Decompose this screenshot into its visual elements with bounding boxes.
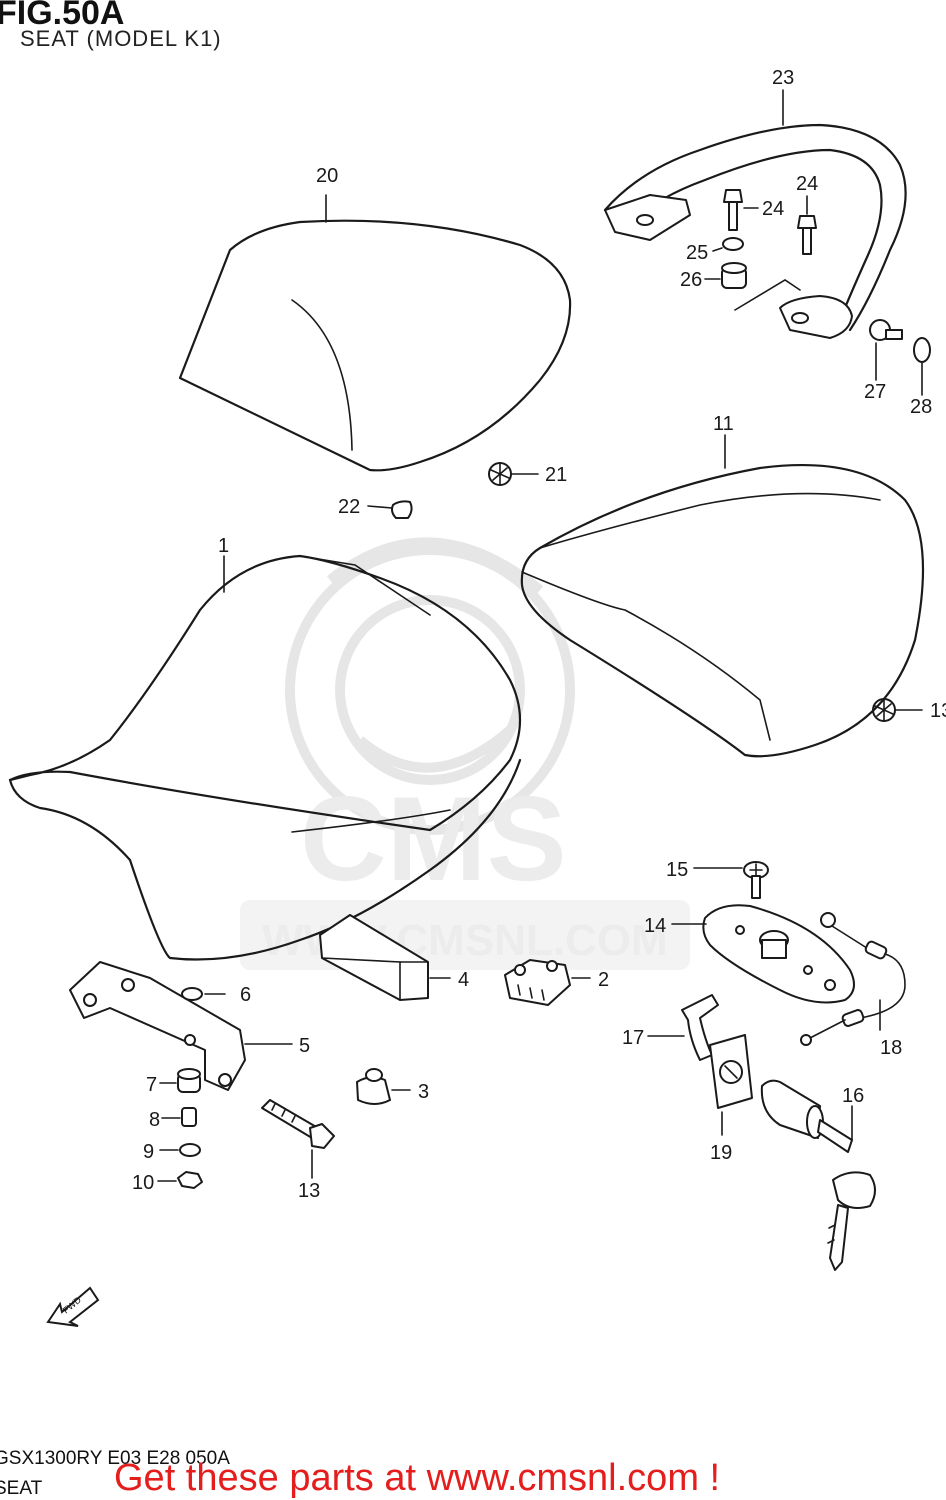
part-2-damper (504, 959, 591, 1006)
section-name: SEAT (0, 1478, 43, 1499)
callout-25: 25 (686, 242, 708, 264)
part-22-cushion (367, 500, 413, 519)
callout-23: 23 (772, 67, 794, 89)
watermark-cms: CMS (300, 772, 567, 906)
part-5-bracket (69, 961, 293, 1091)
callout-26: 26 (680, 269, 702, 291)
callout-22: 22 (338, 496, 360, 518)
callout-16: 16 (842, 1085, 864, 1107)
callout-13-right: 13 (930, 700, 946, 722)
part-23-grab-rail (603, 89, 907, 339)
part-8-sleeve (161, 1107, 197, 1127)
callout-17: 17 (622, 1027, 644, 1049)
callout-14: 14 (644, 915, 666, 937)
part-11-rear-seat (520, 434, 925, 758)
part-17-spring (647, 994, 719, 1061)
part-19-plate (709, 1034, 753, 1136)
part-25-washer (712, 237, 744, 252)
figure-title: FIG.50A (0, 0, 124, 32)
callout-24b: 24 (796, 173, 818, 195)
part-13-clip-right (872, 698, 923, 722)
callout-13: 13 (298, 1180, 320, 1202)
callout-2: 2 (598, 969, 609, 991)
callout-5: 5 (299, 1035, 310, 1057)
part-26-cushion (704, 262, 747, 289)
part-28-cap (913, 337, 931, 396)
part-24-bolt-b (797, 195, 817, 255)
watermark-logo: CMS WWW.CMSNL.COM (240, 537, 690, 970)
callout-15: 15 (666, 859, 688, 881)
fwd-arrow-icon: FWD (46, 1286, 100, 1327)
callout-7: 7 (146, 1074, 157, 1096)
part-24-bolt-a (723, 189, 759, 231)
callout-3: 3 (418, 1081, 429, 1103)
callout-9: 9 (143, 1141, 154, 1163)
callout-21: 21 (545, 464, 567, 486)
part-9-washer (159, 1143, 201, 1157)
callout-11: 11 (713, 413, 734, 435)
part-27-lock-pin (869, 319, 903, 381)
callout-6: 6 (240, 984, 251, 1006)
part-6-nut (181, 987, 226, 1001)
callout-19: 19 (710, 1142, 732, 1164)
callout-27: 27 (864, 381, 886, 403)
part-3-cushion (356, 1068, 411, 1105)
callout-10: 10 (132, 1172, 154, 1194)
callout-labels: 20 23 24 24 25 26 27 28 11 21 22 1 13 15… (132, 67, 946, 1202)
part-16-lock-set (760, 1079, 876, 1271)
callout-18: 18 (880, 1037, 902, 1059)
part-14-lock-plate (671, 904, 855, 1004)
part-18-cable (800, 912, 906, 1046)
part-1-front-seat (8, 554, 522, 961)
part-15-screw (693, 861, 769, 899)
callout-28: 28 (910, 396, 932, 418)
callout-20: 20 (316, 165, 338, 187)
model-code: GSX1300RY E03 E28 050A (0, 1448, 230, 1469)
part-10-nut (157, 1171, 203, 1189)
callout-4: 4 (458, 969, 469, 991)
part-20-seat-cowl (178, 194, 572, 472)
part-4-block (319, 914, 451, 1001)
part-21-clip (488, 462, 539, 486)
part-13-bolt (261, 1099, 335, 1179)
figure-subtitle: SEAT (MODEL K1) (20, 26, 222, 51)
shop-link[interactable]: Get these parts at www.cmsnl.com ! (114, 1457, 720, 1499)
callout-8: 8 (149, 1109, 160, 1131)
part-7-collar (159, 1068, 201, 1093)
callout-1: 1 (218, 535, 229, 557)
callout-24a: 24 (762, 198, 784, 220)
